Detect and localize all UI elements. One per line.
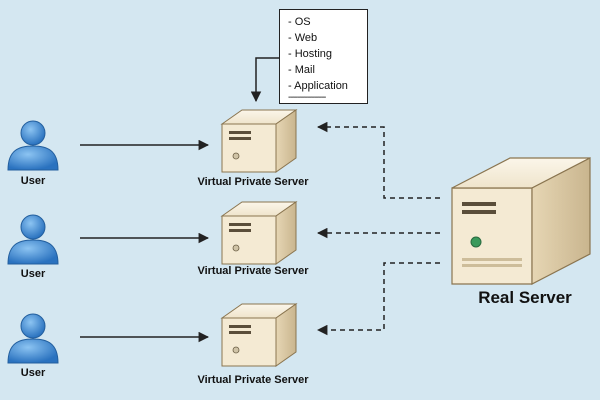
note-trailing-line: ----------------: [288, 92, 326, 103]
real-server-label: Real Server: [478, 288, 572, 307]
user-icon: [7, 313, 59, 364]
server-tower-icon: [451, 157, 591, 285]
note-item: - Mail: [288, 64, 315, 76]
real-to-vps-dashed-arrow: [316, 121, 440, 199]
user-label: User: [20, 367, 46, 379]
user-label: User: [20, 175, 46, 187]
vps-label: Virtual Private Server: [197, 374, 309, 386]
user-label: User: [20, 268, 46, 280]
note-item: - OS: [288, 16, 311, 28]
vps-label: Virtual Private Server: [197, 265, 309, 277]
user-icon: [7, 120, 59, 171]
vps-label: Virtual Private Server: [197, 176, 309, 188]
server-tower-icon: [220, 109, 298, 173]
services-note: - OS - Web - Hosting - Mail - Applicatio…: [279, 9, 368, 104]
server-tower-icon: [220, 201, 298, 265]
server-tower-icon: [220, 303, 298, 367]
note-item: - Application: [288, 80, 348, 92]
note-connector-arrow: [250, 57, 279, 103]
real-to-vps-dashed-arrow: [316, 262, 440, 336]
user-icon: [7, 214, 59, 265]
note-item: - Web: [288, 32, 318, 44]
note-item: - Hosting: [288, 48, 333, 60]
